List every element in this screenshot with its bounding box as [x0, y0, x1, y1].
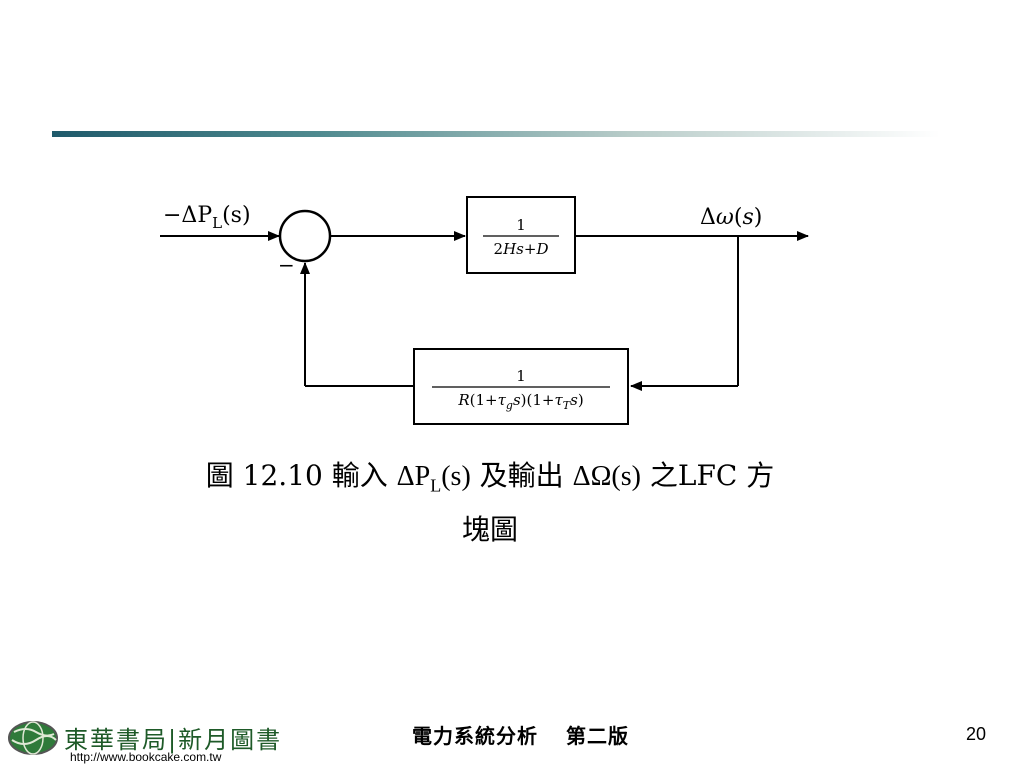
forward-denominator: 2Hs+D	[494, 240, 549, 258]
output-label: Δω(s)	[700, 205, 762, 230]
publisher-url[interactable]: http://www.bookcake.com.tw	[70, 750, 222, 764]
feedback-numerator: 1	[516, 367, 526, 385]
forward-numerator: 1	[516, 216, 526, 234]
feedback-denominator: R(1+τgs)(1+τTs)	[457, 391, 583, 412]
page-number: 20	[966, 724, 987, 744]
caption-line-2: 塊圖	[461, 512, 518, 546]
forward-block	[466, 196, 576, 274]
publisher-logo[interactable]: 東華書局|新月圖書 http://www.bookcake.com.tw	[6, 716, 284, 766]
input-label: −ΔPL(s)	[163, 203, 251, 232]
caption-line-1: 圖 12.10 輸入 ΔPL(s) 及輸出 ΔΩ(s) 之LFC 方	[205, 459, 775, 496]
minus-sign: −	[278, 253, 295, 277]
publisher-name: 東華書局|新月圖書	[64, 726, 283, 754]
header-rule	[52, 131, 940, 137]
book-edition: 第二版	[566, 724, 629, 748]
book-title: 電力系統分析第二版	[412, 724, 629, 748]
globe-icon	[8, 721, 58, 755]
figure-caption: 圖 12.10 輸入 ΔPL(s) 及輸出 ΔΩ(s) 之LFC 方 塊圖	[150, 454, 830, 552]
